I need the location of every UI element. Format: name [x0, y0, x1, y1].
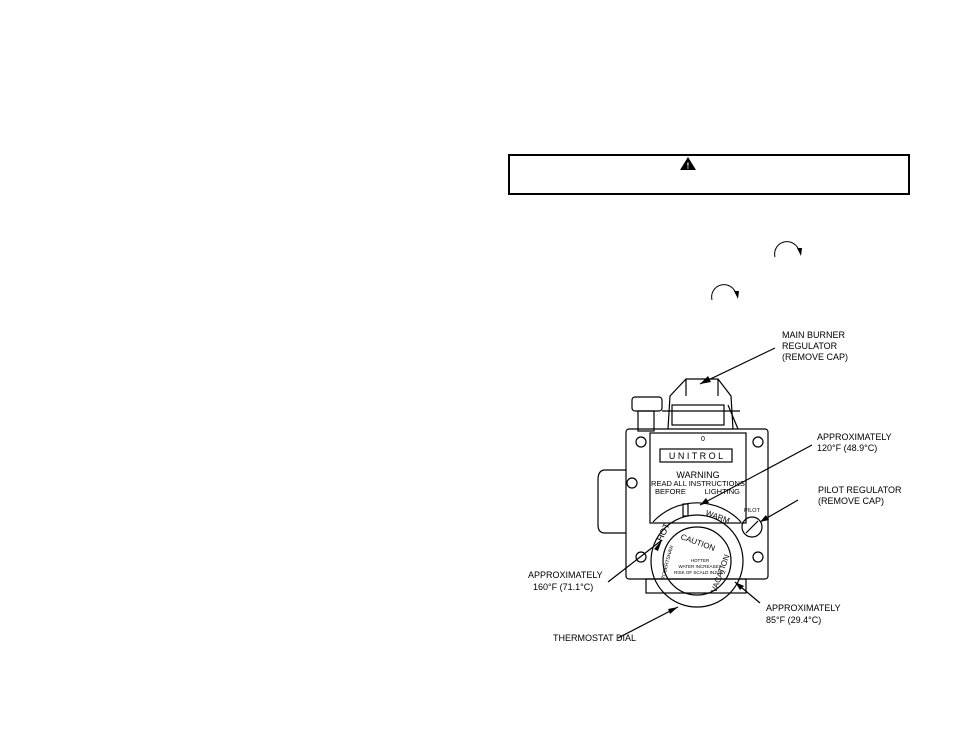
- callout-pilot-2: (REMOVE CAP): [818, 496, 884, 506]
- clockwise-arrow-icon: [711, 284, 739, 301]
- valve-warning-title: WARNING: [676, 470, 719, 480]
- callout-main-burner-1: MAIN BURNER: [782, 330, 846, 340]
- warning-triangle-icon: [680, 157, 696, 170]
- callout-160-2: 160°F (71.1°C): [533, 582, 593, 592]
- arrowhead: [700, 498, 709, 505]
- leader-main-burner: [699, 347, 776, 385]
- label-panel: [649, 432, 747, 524]
- valve-warning-lighting: LIGHTING: [705, 487, 741, 496]
- screw: [635, 436, 647, 448]
- warning-icon-svg: !: [680, 157, 696, 171]
- arrowhead: [760, 515, 769, 522]
- dial-maker: ROBERTSHAW: [660, 544, 675, 580]
- screw: [626, 477, 638, 489]
- callout-120-2: 120°F (48.9°C): [817, 443, 877, 453]
- valve-top-mark: 0: [701, 436, 705, 443]
- screw: [752, 436, 764, 448]
- leader-120: [699, 444, 813, 506]
- dial-small-text-3: RISK OF SCALD INJURY: [674, 570, 726, 575]
- thermostat-dial-inner: [662, 526, 732, 596]
- main-burner-regulator-cap: [667, 378, 734, 430]
- dial-small-text-1: HOTTER: [691, 558, 710, 563]
- arrowhead: [735, 582, 744, 590]
- dial-arc: [652, 502, 742, 523]
- callout-120-1: APPROXIMATELY: [817, 432, 892, 442]
- valve-knob-stem: [637, 410, 655, 432]
- dial-caution: CAUTION: [679, 532, 716, 553]
- callout-85-2: 85°F (29.4°C): [766, 615, 821, 625]
- callout-main-burner-2: REGULATOR: [782, 341, 838, 351]
- brand-plate: [659, 448, 733, 463]
- valve-bottom-foot: [645, 578, 747, 594]
- pilot-label: PILOT: [744, 508, 761, 514]
- callout-85-1: APPROXIMATELY: [766, 603, 841, 613]
- screw: [752, 551, 764, 563]
- pilot-regulator: [741, 516, 763, 538]
- leader-160: [607, 539, 663, 583]
- arrowhead: [668, 607, 678, 614]
- valve-warning-line1: READ ALL INSTRUCTIONS: [651, 479, 745, 488]
- valve-warning-before: BEFORE: [655, 487, 686, 496]
- screw: [635, 551, 647, 563]
- valve-inlet: [597, 469, 626, 534]
- leader-thermostat: [617, 606, 679, 639]
- warning-box: !: [508, 154, 910, 195]
- regulator-base: [671, 404, 725, 426]
- arrowhead: [654, 540, 662, 551]
- valve-top-knob: [631, 396, 663, 412]
- dial-pointer: [682, 503, 689, 517]
- callout-pilot-1: PILOT REGULATOR: [818, 485, 902, 495]
- dial-small-text-2: WATER INCREASES: [678, 564, 721, 569]
- callout-160-1: APPROXIMATELY: [528, 570, 603, 580]
- clockwise-arrow-icon: [774, 241, 802, 258]
- callout-thermostat-dial: THERMOSTAT DIAL: [553, 633, 636, 643]
- thermostat-dial: [650, 514, 744, 608]
- warning-exclamation: !: [687, 162, 690, 171]
- callout-main-burner-3: (REMOVE CAP): [782, 352, 848, 362]
- arrowhead: [700, 376, 711, 384]
- brand-text: U N I T R O L: [669, 451, 723, 461]
